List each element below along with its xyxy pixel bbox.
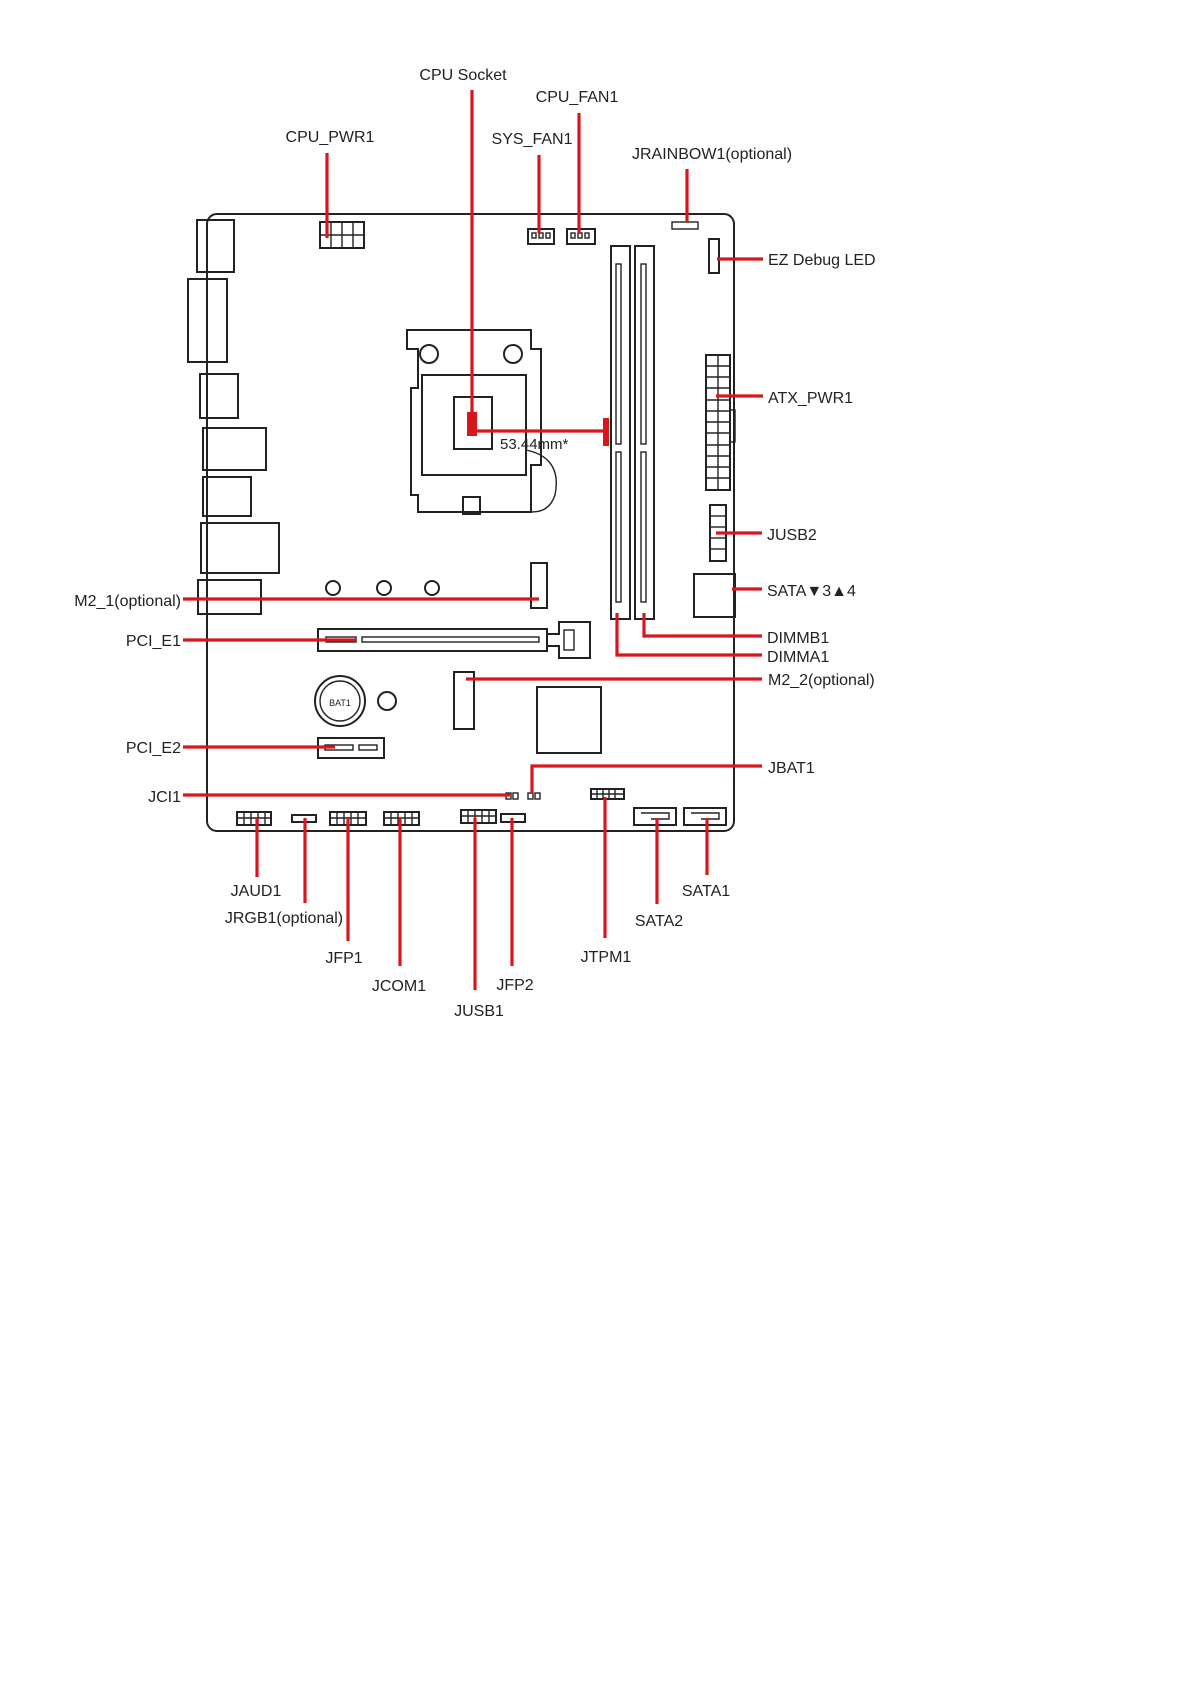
label-sata1: SATA1 (682, 883, 730, 900)
label-jfp2: JFP2 (496, 977, 533, 994)
m2-1-slot (531, 563, 547, 608)
label-pci-e1: PCI_E1 (126, 633, 181, 650)
label-m2-2: M2_2(optional) (768, 672, 875, 689)
label-cpu-fan1: CPU_FAN1 (536, 89, 619, 106)
label-sata2: SATA2 (635, 913, 683, 930)
label-jrgb1: JRGB1(optional) (225, 910, 343, 927)
dimm-slot-b1 (635, 246, 654, 619)
label-dimmb1: DIMMB1 (767, 630, 829, 647)
jaud1-header (237, 812, 271, 825)
m2-standoffs (326, 581, 439, 595)
atx-pwr1-connector (706, 355, 735, 490)
callout-lines (183, 90, 763, 990)
label-dimma1: DIMMA1 (767, 649, 829, 666)
label-jusb1: JUSB1 (454, 1003, 504, 1020)
label-jusb2: JUSB2 (767, 527, 817, 544)
sata1-connector (684, 808, 726, 825)
sata2-connector (634, 808, 676, 825)
label-cpu-pwr1: CPU_PWR1 (286, 129, 375, 146)
pci-e1-slot (318, 622, 590, 658)
label-pci-e2: PCI_E2 (126, 740, 181, 757)
label-jbat1: JBAT1 (768, 760, 815, 777)
jtpm1-header (591, 789, 624, 799)
jrainbow1-header (672, 222, 698, 229)
label-jcom1: JCOM1 (372, 978, 426, 995)
rear-io-ports (188, 220, 279, 614)
label-jrainbow1: JRAINBOW1(optional) (632, 146, 792, 163)
ez-debug-led (709, 239, 719, 273)
cpu-socket (407, 330, 556, 514)
label-ez-debug-led: EZ Debug LED (768, 252, 876, 269)
label-sys-fan1: SYS_FAN1 (492, 131, 573, 148)
sys-fan1-header (528, 229, 554, 244)
label-jtpm1: JTPM1 (581, 949, 632, 966)
label-jaud1: JAUD1 (231, 883, 282, 900)
label-cpu-socket: CPU Socket (419, 67, 507, 84)
jusb1-header (461, 810, 496, 823)
label-clearance: 53.44mm* (500, 436, 569, 453)
dimm-slot-a1 (611, 246, 630, 619)
label-m2-1: M2_1(optional) (74, 593, 181, 610)
label-jci1: JCI1 (148, 789, 181, 806)
battery-label: BAT1 (329, 698, 351, 708)
cpu-fan1-header (567, 229, 595, 244)
label-jfp1: JFP1 (325, 950, 362, 967)
jbat1-header (528, 793, 540, 799)
sata34-connector (694, 574, 735, 617)
chipset (537, 687, 601, 753)
label-sata34: SATA▼3▲4 (767, 583, 856, 600)
cmos-battery: BAT1 (315, 676, 396, 726)
label-atx-pwr1: ATX_PWR1 (768, 390, 853, 407)
